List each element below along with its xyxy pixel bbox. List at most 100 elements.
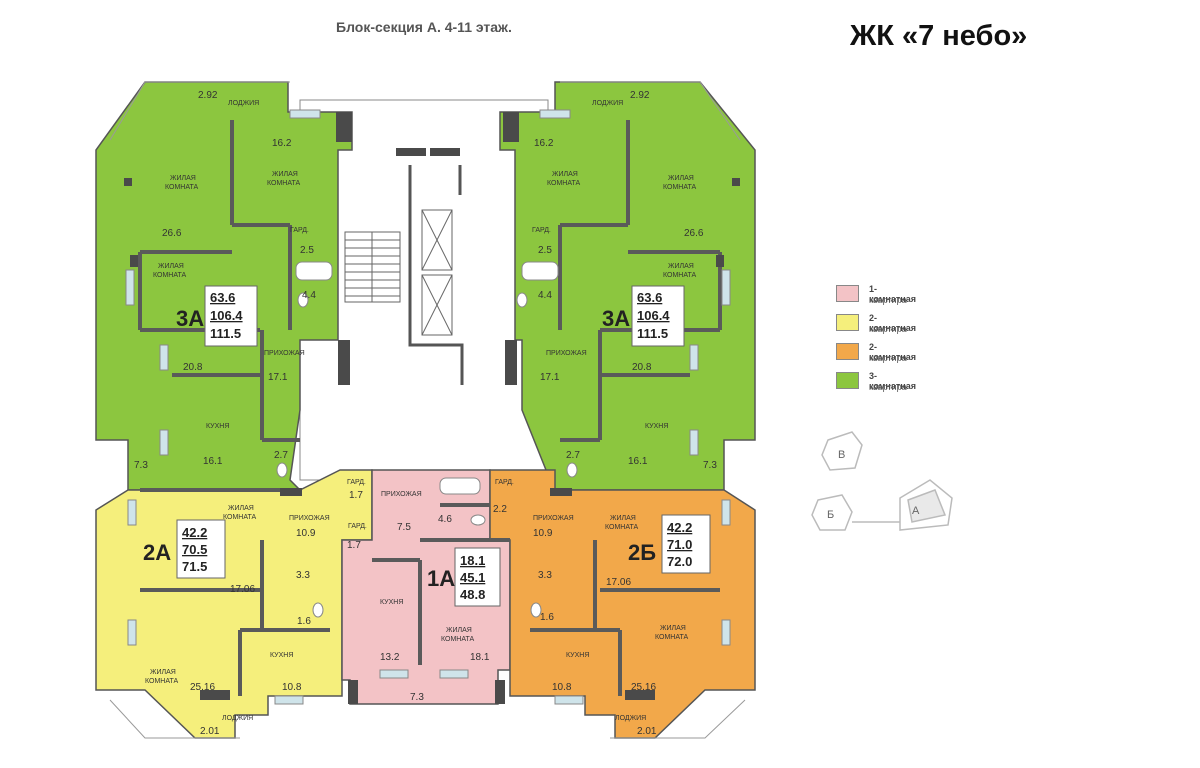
toilets — [276, 292, 578, 618]
room-label: КОМНАТА — [663, 184, 696, 191]
room-label: КОМНАТА — [223, 514, 256, 521]
legend-swatch — [836, 372, 859, 389]
area-value: 2.01 — [637, 726, 657, 737]
badge-3a-left: 3А 63.6 106.4 111.5 — [176, 285, 258, 347]
legend-sublabel: квартира — [869, 353, 907, 363]
area-value: 2.2 — [493, 504, 507, 515]
room-label: ЖИЛАЯ — [158, 263, 184, 270]
apt-area: 106.4 — [637, 308, 670, 323]
area-value: 1.6 — [540, 612, 554, 623]
area-value: 25.16 — [631, 682, 656, 693]
badge-2a: 2А 42.2 70.5 71.5 — [143, 519, 226, 579]
area-value: 2.01 — [200, 726, 220, 737]
apt-area: 71.5 — [182, 559, 207, 574]
apt-type: 3А — [176, 306, 204, 331]
room-label: ПРИХОЖАЯ — [546, 350, 587, 357]
area-value: 26.6 — [684, 228, 704, 239]
room-labels-right: 2.92 ЛОДЖИЯ 16.2 ЖИЛАЯ КОМНАТА ЖИЛАЯ КОМ… — [532, 90, 717, 471]
room-label: КОМНАТА — [165, 184, 198, 191]
apt-area: 48.8 — [460, 587, 485, 602]
room-labels-2b: ГАРД. 2.2 ПРИХОЖАЯ ЖИЛАЯ КОМНАТА 10.9 3.… — [493, 479, 688, 737]
room-labels-2a: ГАРД. 1.7 ЖИЛАЯ КОМНАТА ПРИХОЖАЯ 10.9 3.… — [145, 479, 366, 737]
area-value: 20.8 — [183, 362, 203, 373]
legend-label: 2-комнатная — [869, 313, 916, 333]
area-value: 20.8 — [632, 362, 652, 373]
room-label: КУХНЯ — [270, 652, 293, 659]
common-core — [299, 99, 549, 481]
room-labels-left: 2.92 ЛОДЖИЯ 16.2 ЖИЛАЯ КОМНАТА ЖИЛАЯ КОМ… — [134, 90, 316, 471]
key-plan-label-a: А — [912, 505, 920, 517]
loggia-top-left — [109, 81, 290, 141]
bathtubs — [295, 261, 559, 495]
area-value: 7.3 — [703, 460, 717, 471]
room-label: ЖИЛАЯ — [668, 175, 694, 182]
room-label: ЛОДЖИЯ — [222, 715, 253, 722]
room-label: ГАРД. — [495, 479, 514, 486]
legend-sublabel: квартира — [869, 295, 907, 305]
area-value: 4.4 — [538, 290, 552, 301]
area-value: 3.3 — [296, 570, 310, 581]
area-value: 10.8 — [282, 682, 302, 693]
apartment-2b — [489, 469, 756, 739]
apt-area: 45.1 — [460, 570, 485, 585]
room-label: ЖИЛАЯ — [170, 175, 196, 182]
area-value: 2.7 — [566, 450, 580, 461]
room-label: ЖИЛАЯ — [610, 515, 636, 522]
room-label: ГАРД. — [348, 523, 367, 530]
legend-label: 3-комнатная — [869, 371, 916, 391]
area-value: 7.3 — [410, 692, 424, 703]
room-label: КОМНАТА — [145, 678, 178, 685]
area-value: 1.7 — [349, 490, 363, 501]
area-value: 18.1 — [470, 652, 490, 663]
key-plan-label-b: Б — [827, 509, 834, 521]
legend-sublabel: квартира — [869, 382, 907, 392]
room-label: ЛОДЖИЯ — [615, 715, 646, 722]
apt-type: 1А — [427, 566, 455, 591]
room-label: КОМНАТА — [441, 636, 474, 643]
apt-area: 111.5 — [210, 326, 241, 341]
apt-area: 18.1 — [460, 553, 485, 568]
area-value: 25.16 — [190, 682, 215, 693]
room-label: ЖИЛАЯ — [660, 625, 686, 632]
room-label: ЖИЛАЯ — [446, 627, 472, 634]
apt-area: 63.6 — [210, 290, 235, 305]
loggia-top-right — [560, 81, 741, 141]
legend-swatch — [836, 343, 859, 360]
room-label: ЖИЛАЯ — [228, 505, 254, 512]
room-label: ПРИХОЖАЯ — [381, 491, 422, 498]
area-value: 16.2 — [534, 138, 554, 149]
room-labels-1a: ПРИХОЖАЯ 7.5 4.6 ГАРД. 1.7 КУХНЯ ЖИЛАЯ К… — [347, 491, 490, 703]
key-plan-label-v: В — [838, 449, 845, 461]
area-value: 1.6 — [297, 616, 311, 627]
room-label: КУХНЯ — [380, 599, 403, 606]
area-value: 13.2 — [380, 652, 400, 663]
room-label: ЖИЛАЯ — [272, 171, 298, 178]
area-value: 10.9 — [533, 528, 553, 539]
apt-area: 63.6 — [637, 290, 662, 305]
legend-swatch — [836, 314, 859, 331]
loggia-bottom-left — [109, 699, 240, 739]
room-label: КОМНАТА — [663, 272, 696, 279]
apt-area: 42.2 — [667, 520, 692, 535]
area-value: 2.5 — [300, 245, 314, 256]
badge-2b: 2Б 42.2 71.0 72.0 — [628, 514, 711, 574]
room-label: КОМНАТА — [153, 272, 186, 279]
area-value: 2.92 — [630, 90, 650, 101]
apt-type: 2А — [143, 540, 171, 565]
area-value: 17.1 — [268, 372, 288, 383]
area-value: 16.1 — [203, 456, 223, 467]
apt-area: 42.2 — [182, 525, 207, 540]
legend-label: 2-комнатная — [869, 342, 916, 362]
apt-area: 72.0 — [667, 554, 692, 569]
room-label: ГАРД. — [290, 227, 309, 234]
legend-swatch — [836, 285, 859, 302]
area-value: 17.06 — [230, 584, 255, 595]
badge-1a: 1А 18.1 45.1 48.8 — [427, 547, 501, 607]
core-walls — [408, 165, 464, 385]
area-value: 2.7 — [274, 450, 288, 461]
elevator-shafts — [421, 209, 453, 336]
area-value: 16.2 — [272, 138, 292, 149]
room-label: КУХНЯ — [645, 423, 668, 430]
room-label: КОМНАТА — [267, 180, 300, 187]
